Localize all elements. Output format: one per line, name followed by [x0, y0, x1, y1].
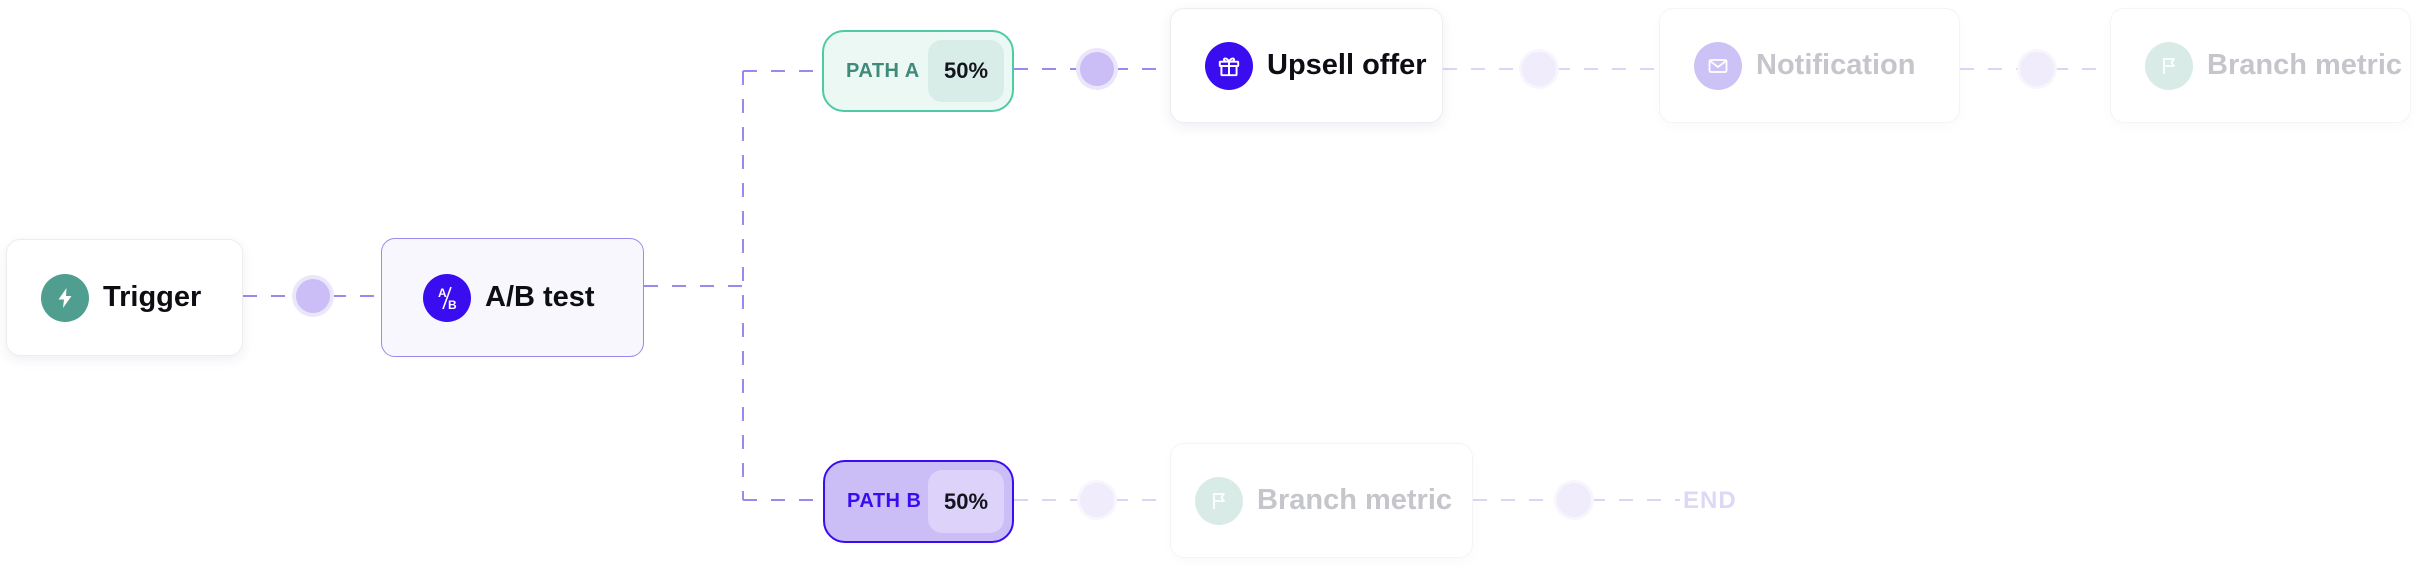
path-a-pill[interactable]: PATH A 50%	[822, 30, 1014, 112]
ab-icon-b: B	[448, 298, 457, 312]
upsell-offer-label: Upsell offer	[1267, 49, 1427, 81]
notification-label: Notification	[1756, 49, 1916, 81]
connector-dot[interactable]	[1522, 52, 1556, 86]
ab-test-node[interactable]: A B A/B test	[381, 238, 644, 357]
connector-dot[interactable]	[1557, 483, 1591, 517]
ab-test-label: A/B test	[485, 281, 595, 313]
connector-ab-branch	[644, 71, 744, 500]
notification-node[interactable]: Notification	[1659, 8, 1960, 123]
branch-metric-node-a[interactable]: Branch metric	[2110, 8, 2411, 123]
path-b-label: PATH B	[847, 490, 922, 512]
path-a-percent: 50%	[928, 40, 1004, 102]
branch-metric-label-b: Branch metric	[1257, 484, 1453, 516]
trigger-label: Trigger	[103, 281, 202, 313]
ab-split-icon: A B	[423, 273, 471, 322]
lightning-icon	[41, 273, 89, 322]
connector-dot[interactable]	[1080, 483, 1114, 517]
ab-icon-a: A	[438, 286, 447, 300]
path-b-pill[interactable]: PATH B 50%	[823, 460, 1014, 543]
flag-icon	[1195, 476, 1243, 525]
branch-metric-label-a: Branch metric	[2207, 49, 2403, 81]
trigger-node[interactable]: Trigger	[6, 239, 243, 356]
flag-icon	[2145, 41, 2193, 90]
branch-metric-node-b[interactable]: Branch metric	[1170, 443, 1473, 558]
connector-dot[interactable]	[296, 279, 330, 313]
connector-dot[interactable]	[2020, 52, 2054, 86]
upsell-offer-node[interactable]: Upsell offer	[1170, 8, 1443, 123]
path-b-percent: 50%	[928, 470, 1004, 533]
connector-dot[interactable]	[1080, 52, 1114, 86]
end-label: END	[1683, 487, 1737, 514]
gift-icon	[1205, 41, 1253, 90]
mail-icon	[1694, 41, 1742, 90]
path-a-label: PATH A	[846, 59, 920, 82]
